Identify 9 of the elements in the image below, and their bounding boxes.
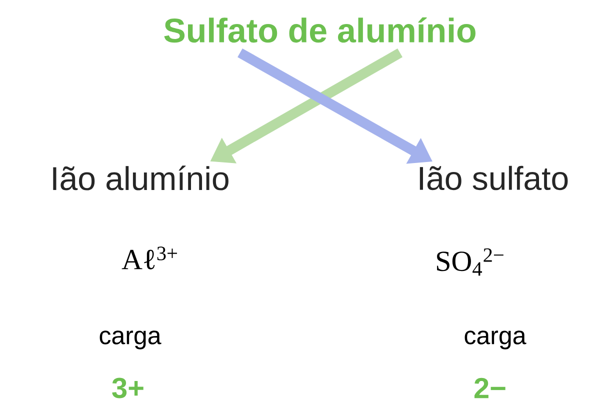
- ion-name: Ião sulfato: [420, 166, 568, 190]
- ion-formula: SO$_{4}$2−: [437, 248, 504, 276]
- label-text: carga: [464, 330, 526, 350]
- label-text: carga: [100, 330, 162, 350]
- charge-value: 2−: [474, 378, 506, 398]
- ion-formula: Aℓ$^{3+}$: [122, 246, 177, 270]
- ion-name: Ião alumínio: [53, 166, 228, 190]
- title-text: Sulfato de alumínio: [164, 17, 476, 43]
- charge-value: 3+: [112, 378, 144, 398]
